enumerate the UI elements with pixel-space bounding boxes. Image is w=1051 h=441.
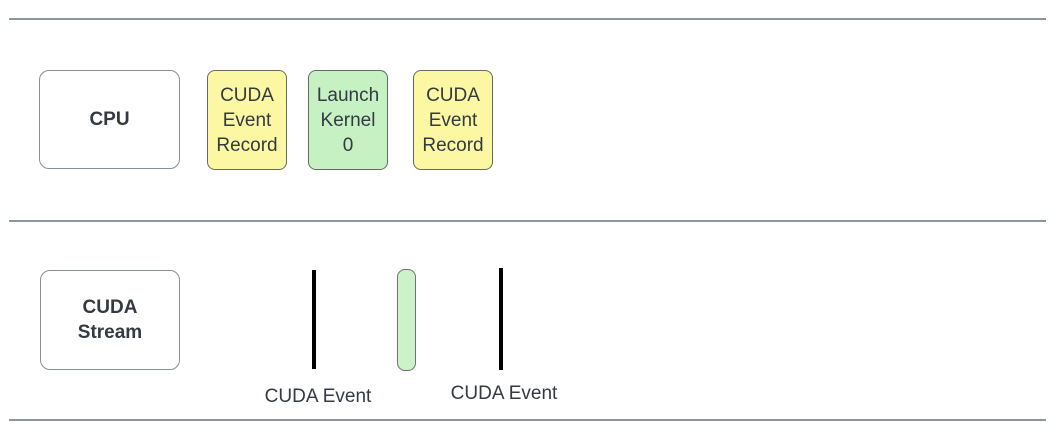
launch-kernel-0-box: Launch Kernel 0: [308, 70, 388, 170]
cuda-event-label-2: CUDA Event: [450, 383, 558, 404]
lane-divider-middle: [9, 220, 1046, 222]
cuda-event-marker-2: [499, 268, 503, 370]
cpu-lane-box: CPU: [39, 70, 180, 169]
cuda-event-record-box-1: CUDA Event Record: [207, 70, 287, 170]
cuda-event-label-1: CUDA Event: [264, 386, 372, 407]
kernel-execution-bar: [397, 269, 416, 371]
cuda-stream-lane-box: CUDA Stream: [40, 270, 180, 370]
cuda-event-record-box-2: CUDA Event Record: [413, 70, 493, 170]
cuda-event-marker-1: [312, 270, 316, 369]
lane-divider-bottom: [9, 419, 1046, 421]
lane-divider-top: [9, 18, 1046, 20]
